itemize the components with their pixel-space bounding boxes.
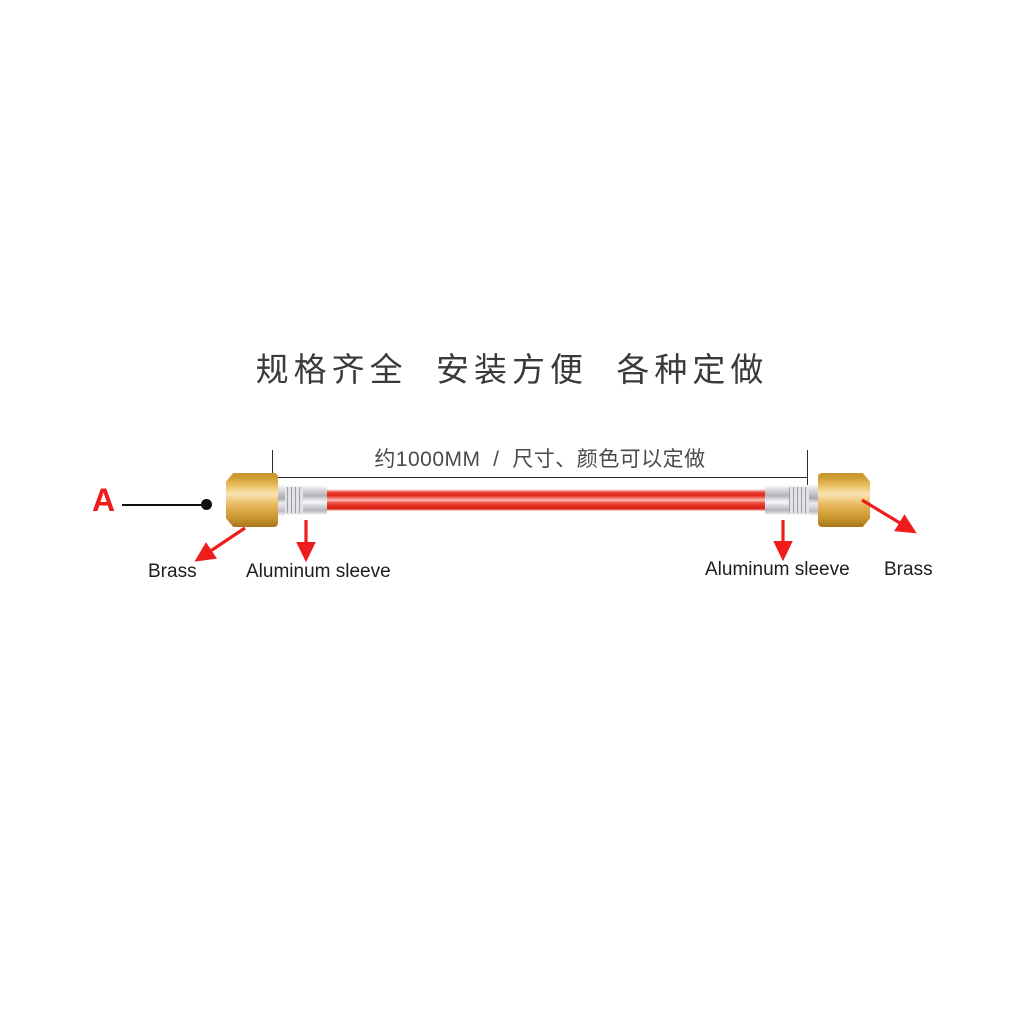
collar-right [809,484,818,516]
variant-marker-a: A [92,482,116,518]
dimension-label: 约1000MM / 尺寸、颜色可以定做 [374,448,706,471]
page-title: 规格齐全 安装方便 各种定做 [255,351,769,388]
sleeve-ridges-left [283,487,303,513]
brass-fitting-left [226,473,278,527]
dimension-line [272,477,808,478]
callout-aluminum-sleeve-right: Aluminum sleeve [705,559,850,580]
callout-aluminum-sleeve-left: Aluminum sleeve [246,561,391,582]
dimension-tick-right [807,450,808,500]
collar-left [276,484,285,516]
hose-body [300,489,782,511]
leader-line [122,504,204,506]
callout-brass-right: Brass [884,559,933,580]
brass-fitting-right [818,473,870,527]
callout-brass-left: Brass [148,561,197,582]
leader-dot [201,499,212,510]
sleeve-ridges-right [789,487,809,513]
arrow-brass-left [194,526,246,562]
